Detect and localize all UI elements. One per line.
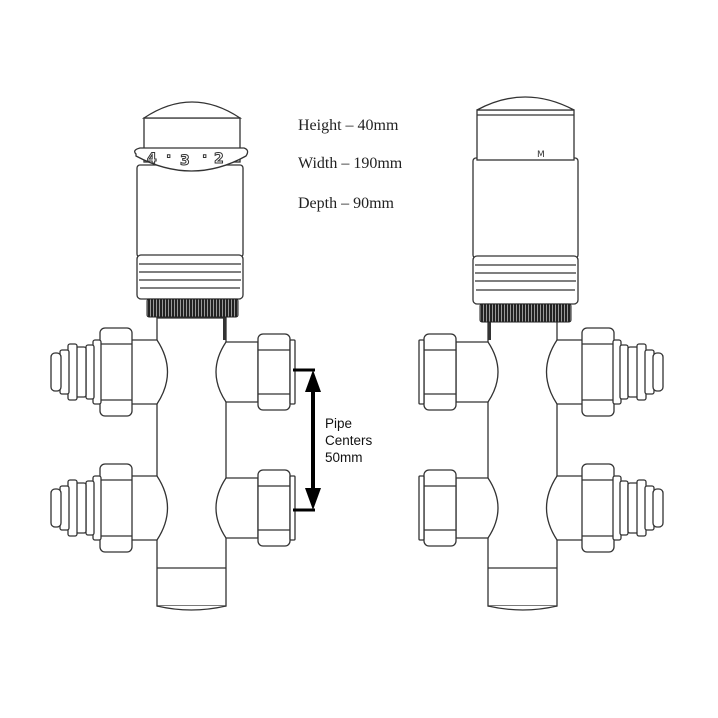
- spec-depth: Depth – 90mm: [298, 195, 395, 212]
- left-thermostatic-head: 4 · 3 · 2: [134, 101, 249, 318]
- right-thermostatic-head: M: [472, 96, 579, 323]
- spec-height: Height – 40mm: [298, 117, 399, 134]
- spec-width: Width – 190mm: [298, 155, 403, 172]
- pipe-centers-label: Pipe: [325, 416, 352, 431]
- dial-marking-2: 2: [214, 151, 224, 167]
- pipe-centers-label: Centers: [325, 433, 373, 448]
- arrow-up-icon: [305, 370, 321, 392]
- pipe-centers-value: 50mm: [325, 450, 363, 465]
- arrow-down-icon: [305, 488, 321, 510]
- dial-marking-4: 4: [147, 151, 157, 167]
- right-valve-body: [419, 318, 663, 610]
- dial-marking-3: 3: [180, 153, 190, 169]
- dial-dot: ·: [202, 149, 207, 165]
- pipe-centers-dimension: Pipe Centers 50mm: [293, 368, 373, 512]
- right-valve-side-view: M: [419, 96, 663, 610]
- dial-dot: ·: [166, 149, 171, 165]
- head-marking-m: M: [537, 150, 545, 160]
- left-valve-body: [51, 318, 295, 610]
- left-valve-front-view: 4 · 3 · 2: [51, 101, 295, 610]
